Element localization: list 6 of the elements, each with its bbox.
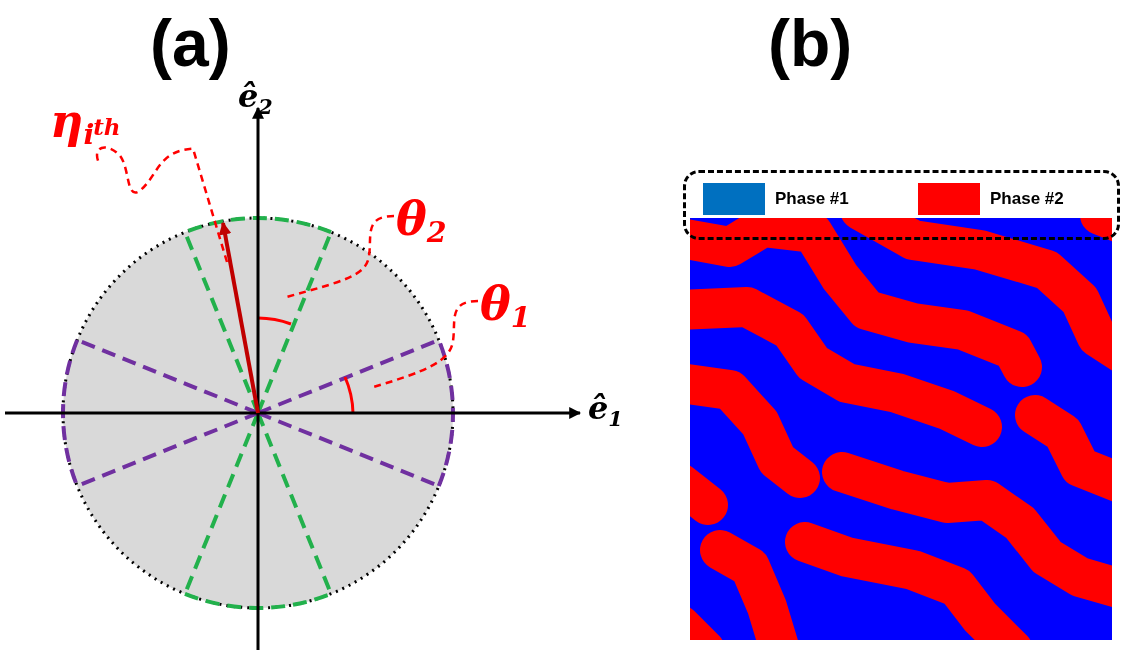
angle-label: θ$_{1}$ [480, 281, 531, 332]
angle-label: θ$_{2}$ [396, 196, 447, 247]
axis-label: ê$_{1}$ [588, 392, 623, 431]
leader-line [95, 146, 229, 263]
legend-label: Phase #1 [775, 189, 849, 209]
legend-label: Phase #2 [990, 189, 1064, 209]
